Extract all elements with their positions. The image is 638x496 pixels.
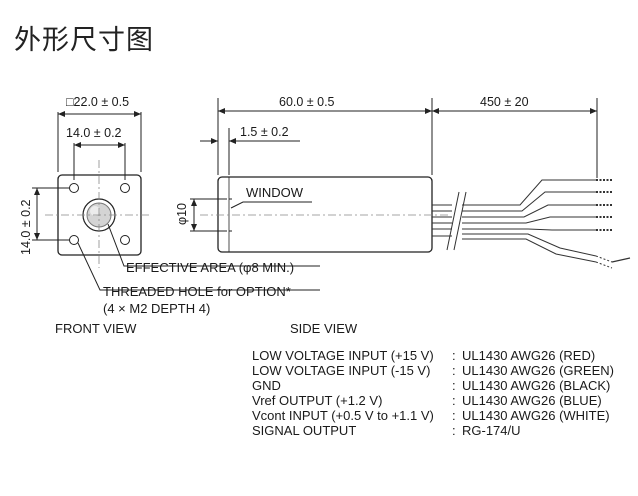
connection-row: GND : UL1430 AWG26 (BLACK) <box>252 378 614 393</box>
connection-row: Vcont INPUT (+0.5 V to +1.1 V) : UL1430 … <box>252 408 614 423</box>
connection-cable: UL1430 AWG26 (WHITE) <box>462 408 610 423</box>
connection-sep: : <box>452 393 456 408</box>
dim-cable-label: 450 ± 20 <box>480 95 529 109</box>
connection-sep: : <box>452 423 456 438</box>
connection-cable: UL1430 AWG26 (BLACK) <box>462 378 611 393</box>
window-label: WINDOW <box>246 185 304 200</box>
connection-row: SIGNAL OUTPUT : RG-174/U <box>252 423 614 438</box>
threaded-hole-label: THREADED HOLE for OPTION* <box>103 284 291 299</box>
wire-red <box>462 179 596 206</box>
connection-cable: RG-174/U <box>462 423 521 438</box>
connection-signal: LOW VOLTAGE INPUT (+15 V) <box>252 348 434 363</box>
threaded-hole <box>69 183 79 193</box>
coax-braid <box>595 255 613 269</box>
coax-center <box>611 257 631 263</box>
dim-hole-h-label: 14.0 ± 0.2 <box>66 126 122 140</box>
connection-sep: : <box>452 408 456 423</box>
page-title: 外形尺寸图 <box>14 25 154 56</box>
connection-row: LOW VOLTAGE INPUT (+15 V) : UL1430 AWG26… <box>252 348 614 363</box>
connection-signal: Vref OUTPUT (+1.2 V) <box>252 393 383 408</box>
dim-hole-v-label: 14.0 ± 0.2 <box>19 199 33 255</box>
connection-signal: GND <box>252 378 281 393</box>
threaded-hole <box>120 183 130 193</box>
connection-sep: : <box>452 378 456 393</box>
window-highlight <box>90 206 100 216</box>
threaded-hole-detail: (4 × M2 DEPTH 4) <box>103 301 210 316</box>
connection-table: LOW VOLTAGE INPUT (+15 V) : UL1430 AWG26… <box>252 348 614 438</box>
dim-window-dia-label: φ10 <box>175 203 189 225</box>
threaded-hole <box>69 235 79 245</box>
side-view-label: SIDE VIEW <box>290 321 358 336</box>
front-view <box>32 111 320 291</box>
connection-signal: SIGNAL OUTPUT <box>252 423 357 438</box>
connection-cable: UL1430 AWG26 (RED) <box>462 348 596 363</box>
coax-outer <box>462 238 597 263</box>
cable-bundle <box>432 179 631 269</box>
wire-white <box>462 228 596 231</box>
dim-length-label: 60.0 ± 0.5 <box>279 95 335 109</box>
connection-cable: UL1430 AWG26 (GREEN) <box>462 363 614 378</box>
threaded-hole <box>120 235 130 245</box>
front-view-label: FRONT VIEW <box>55 321 137 336</box>
dim-square-label: □22.0 ± 0.5 <box>66 95 129 109</box>
leader-effective-area <box>107 223 320 267</box>
break-mark <box>446 191 460 251</box>
side-view <box>190 98 598 253</box>
connection-signal: Vcont INPUT (+0.5 V to +1.1 V) <box>252 408 434 423</box>
leader-threaded-hole <box>77 242 320 291</box>
coax-outer <box>462 233 597 257</box>
connection-sep: : <box>452 348 456 363</box>
connection-signal: LOW VOLTAGE INPUT (-15 V) <box>252 363 431 378</box>
connection-sep: : <box>452 363 456 378</box>
connection-row: Vref OUTPUT (+1.2 V) : UL1430 AWG26 (BLU… <box>252 393 614 408</box>
leader-window <box>230 201 312 209</box>
effective-area-label: EFFECTIVE AREA (φ8 MIN.) <box>126 260 294 275</box>
break-mark <box>453 191 467 251</box>
connection-cable: UL1430 AWG26 (BLUE) <box>462 393 602 408</box>
wire-green <box>462 191 596 212</box>
connection-row: LOW VOLTAGE INPUT (-15 V) : UL1430 AWG26… <box>252 363 614 378</box>
dim-window-offset-label: 1.5 ± 0.2 <box>240 125 289 139</box>
wire-blue <box>462 216 596 224</box>
wire-black <box>462 204 596 218</box>
side-body-outline <box>217 176 433 253</box>
